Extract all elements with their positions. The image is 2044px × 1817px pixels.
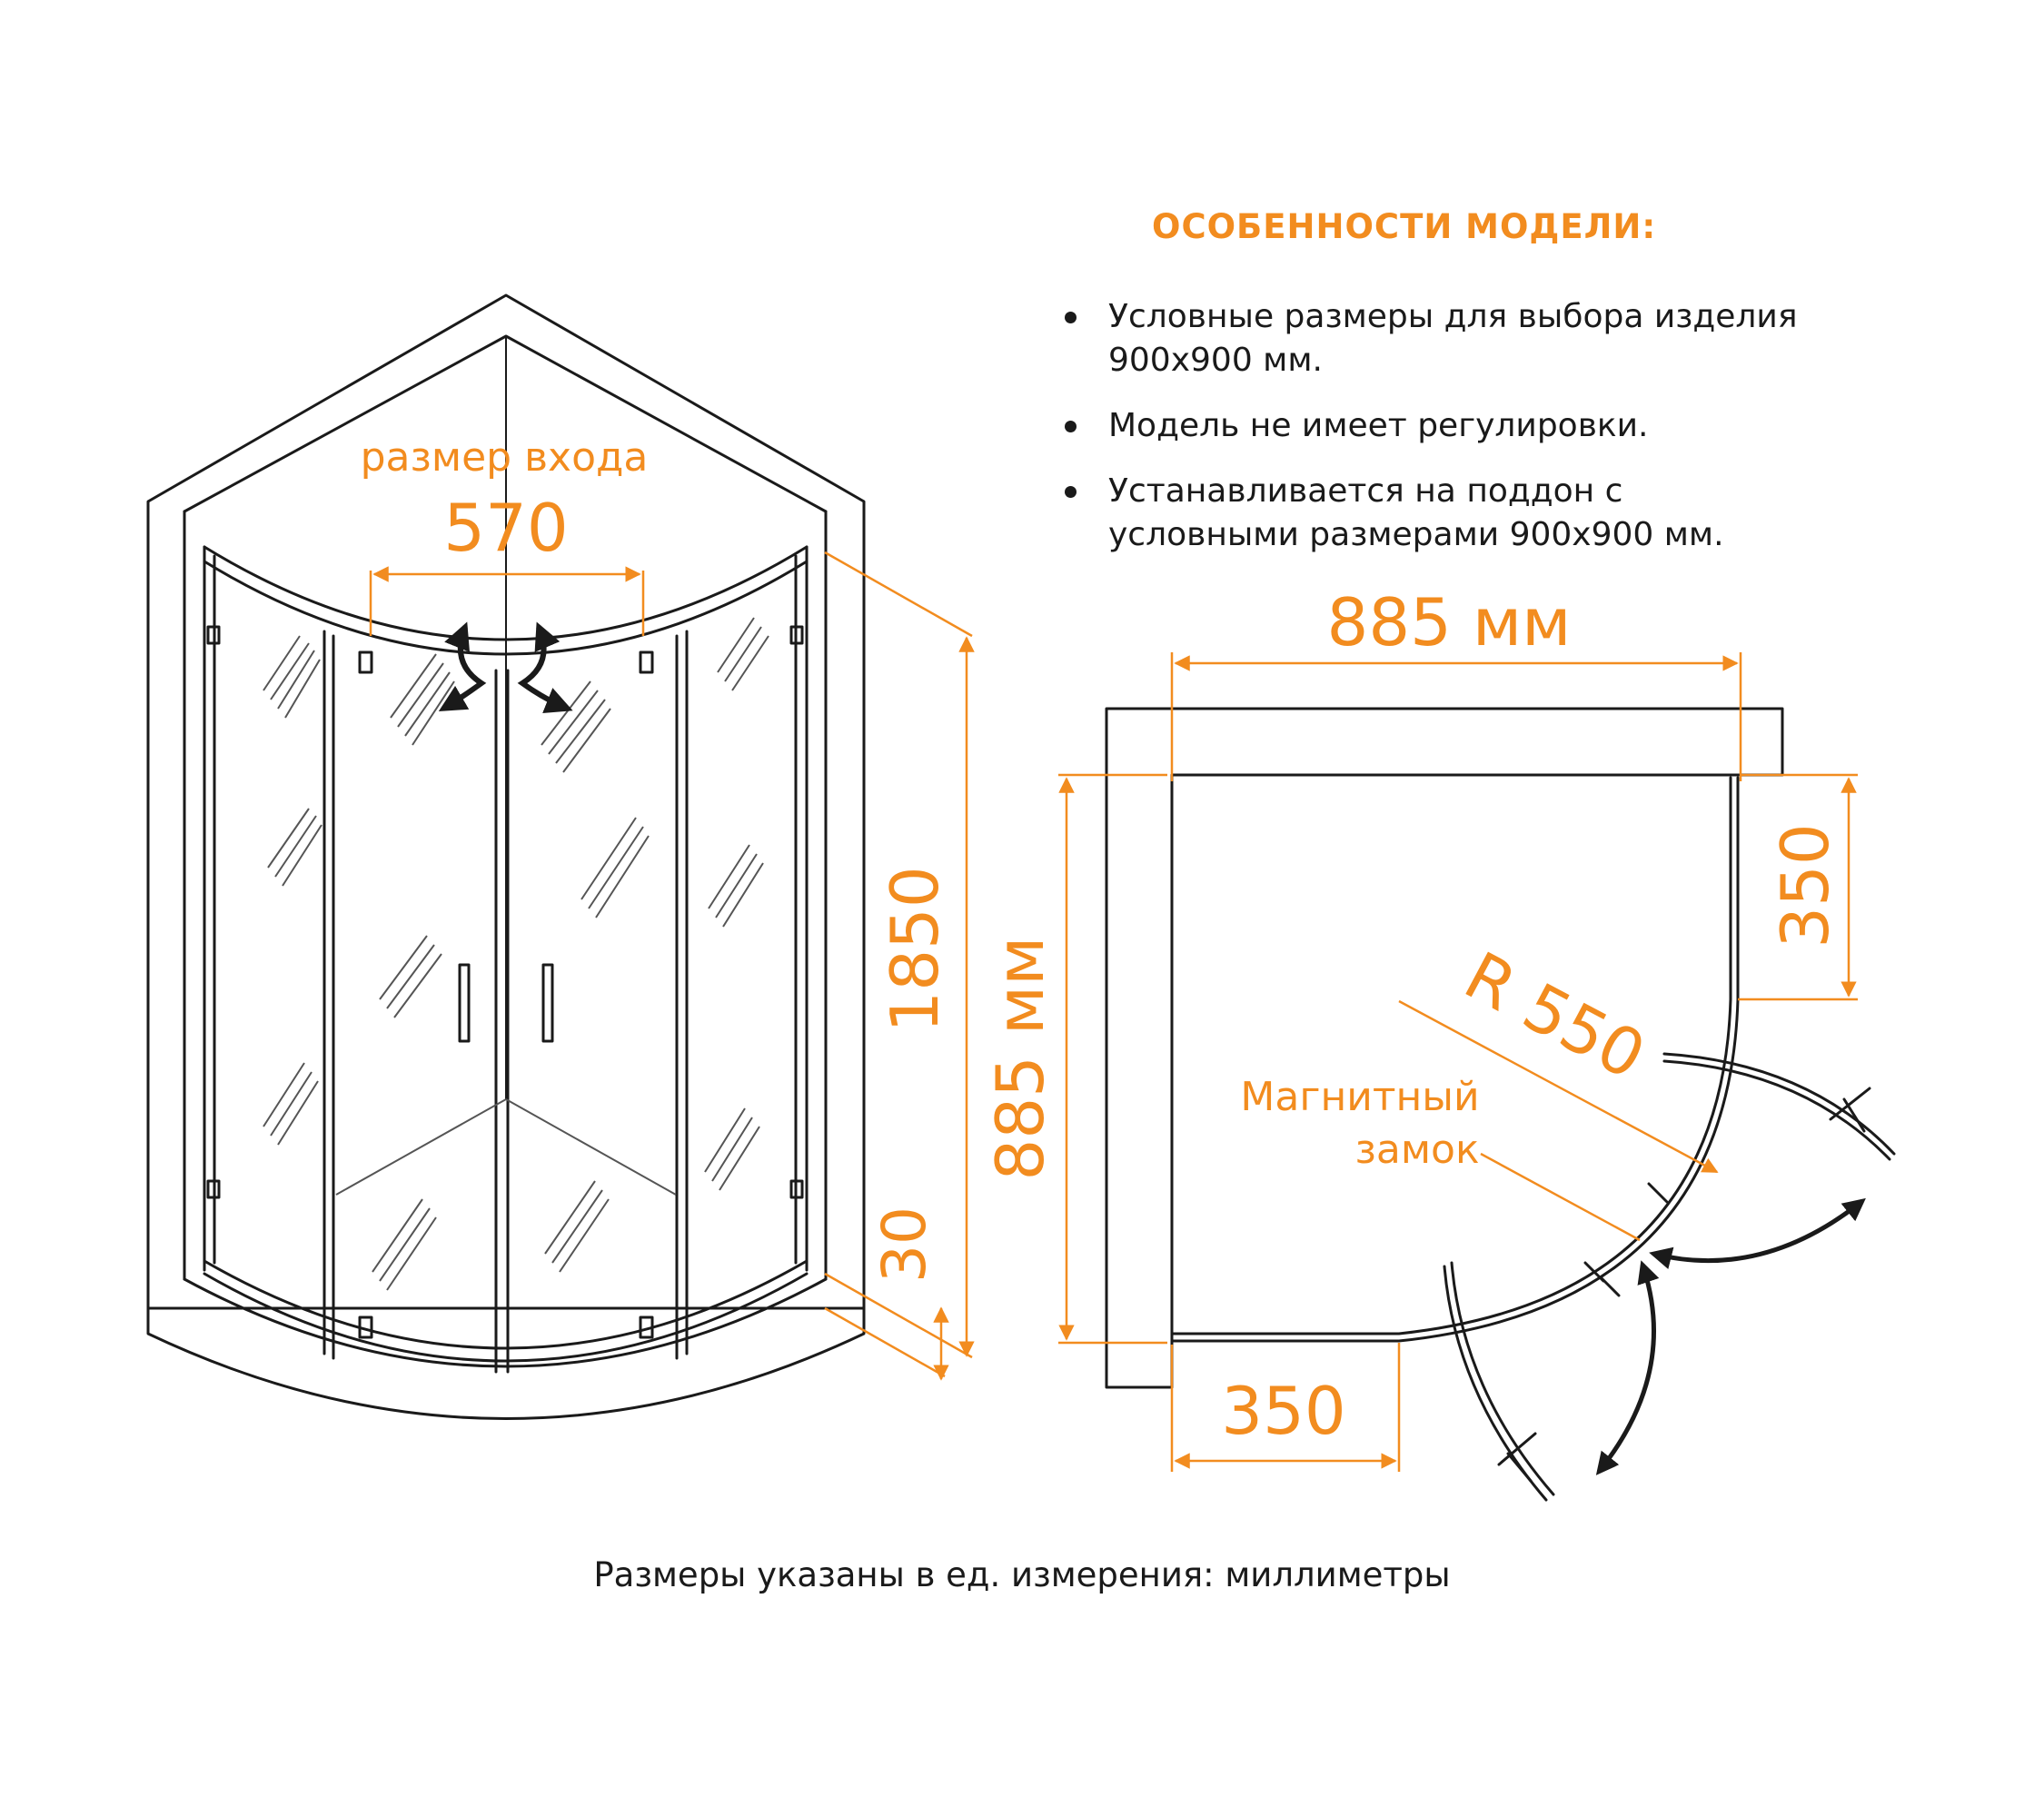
- feature-item: Условные размеры для выбора изделия 900x…: [1054, 295, 1799, 382]
- entrance-size-value: 570: [443, 490, 568, 566]
- plan-enclosure-curve: [1170, 776, 1732, 1335]
- plan-depth-label: 885 мм: [982, 937, 1058, 1181]
- feature-item: Устанавливается на поддон с условными ра…: [1054, 470, 1799, 557]
- plan-side-bottom-value: 350: [1221, 1373, 1345, 1449]
- entrance-size-label: размер входа: [361, 434, 649, 481]
- wall-outline: [146, 293, 866, 1310]
- plan-right-door-open: [1662, 1052, 1896, 1156]
- door-opening-arrows: [438, 621, 573, 714]
- bullet-icon: [1065, 486, 1077, 498]
- tray-height-value: 30: [869, 1206, 939, 1283]
- plan-view: 885 мм 885 мм 350 350 R 550 Магнитный за…: [982, 584, 1896, 1502]
- plan-radius-label: R 550: [1453, 937, 1657, 1094]
- plan-door-handles: [1497, 1087, 1871, 1483]
- units-footnote: Размеры указаны в ед. измерения: миллиме…: [593, 1555, 1451, 1594]
- feature-item: Модель не имеет регулировки.: [1054, 404, 1799, 448]
- bullet-icon: [1065, 421, 1077, 432]
- door-rollers: [206, 625, 804, 1339]
- plan-left-door-open: [1450, 1261, 1555, 1496]
- plan-width-label: 885 мм: [1327, 584, 1572, 660]
- bullet-icon: [1065, 312, 1077, 323]
- magnetic-lock-label-2: замок: [1354, 1127, 1479, 1173]
- plan-opening-arrows: [1595, 1197, 1866, 1475]
- plan-walls: [1105, 707, 1784, 1389]
- bottom-rail: [203, 1259, 809, 1350]
- features-heading: ОСОБЕННОСТИ МОДЕЛИ:: [1152, 207, 1657, 246]
- shower-tray: [146, 1306, 866, 1420]
- glass-reflections: [263, 617, 769, 1291]
- plan-side-top-value: 350: [1767, 823, 1843, 948]
- right-door-handle: [541, 963, 554, 1043]
- features-list: Условные размеры для выбора изделия 900x…: [1054, 295, 1962, 557]
- height-value: 1850: [877, 866, 953, 1032]
- left-door-handle: [458, 963, 471, 1043]
- isometric-view: размер входа 570 1850 30: [146, 293, 975, 1420]
- top-rail: [203, 545, 809, 641]
- model-features: ОСОБЕННОСТИ МОДЕЛИ: Условные размеры для…: [1054, 207, 1962, 579]
- magnetic-lock-label-1: Магнитный: [1240, 1074, 1479, 1120]
- iso-dimensions: размер входа 570 1850 30: [361, 434, 975, 1381]
